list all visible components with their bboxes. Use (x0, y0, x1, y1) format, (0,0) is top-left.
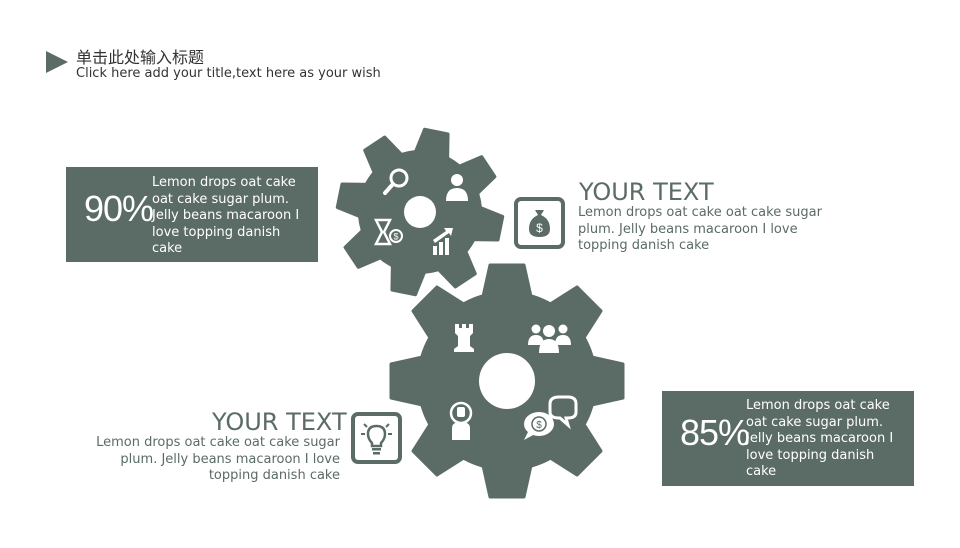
hourglass-dollar-icon: $ (373, 218, 403, 246)
stat-percent-left[interactable]: 90% (84, 188, 154, 229)
svg-text:$: $ (393, 232, 398, 242)
lightbulb-icon (351, 412, 402, 464)
svg-text:$: $ (536, 221, 543, 235)
growth-chart-icon (433, 228, 453, 255)
magnifier-icon (383, 168, 409, 195)
big-gear (389, 263, 625, 499)
chat-dollar-icon: $ (524, 395, 578, 440)
small-gear-hole (404, 196, 436, 228)
callout-body-bottom[interactable]: Lemon drops oat cake oat cake sugar plum… (96, 435, 340, 483)
small-gear (335, 127, 505, 297)
callout-body-top[interactable]: Lemon drops oat cake oat cake sugar plum… (578, 205, 822, 253)
stat-box-left: 90% Lemon drops oat cake oat cake sugar … (66, 167, 318, 262)
chess-rook-icon (454, 324, 474, 352)
callout-heading-bottom[interactable]: YOUR TEXT (212, 408, 347, 436)
title-arrow-icon (46, 51, 68, 73)
stat-text-right[interactable]: Lemon drops oat cake oat cake sugar plum… (746, 398, 894, 479)
svg-text:$: $ (536, 420, 542, 431)
big-gear-hole (479, 353, 535, 409)
stat-box-right: 85% Lemon drops oat cake oat cake sugar … (662, 391, 914, 486)
stat-text-left[interactable]: Lemon drops oat cake oat cake sugar plum… (152, 175, 300, 256)
person-icon (446, 174, 468, 201)
money-bag-icon: $ (514, 197, 565, 249)
idea-person-icon (449, 401, 473, 440)
page-subtitle[interactable]: Click here add your title,text here as y… (76, 66, 381, 81)
stat-percent-right[interactable]: 85% (680, 412, 750, 453)
page-title[interactable]: 单击此处输入标题 (76, 48, 205, 67)
team-icon (528, 324, 571, 353)
callout-heading-top[interactable]: YOUR TEXT (579, 178, 714, 206)
